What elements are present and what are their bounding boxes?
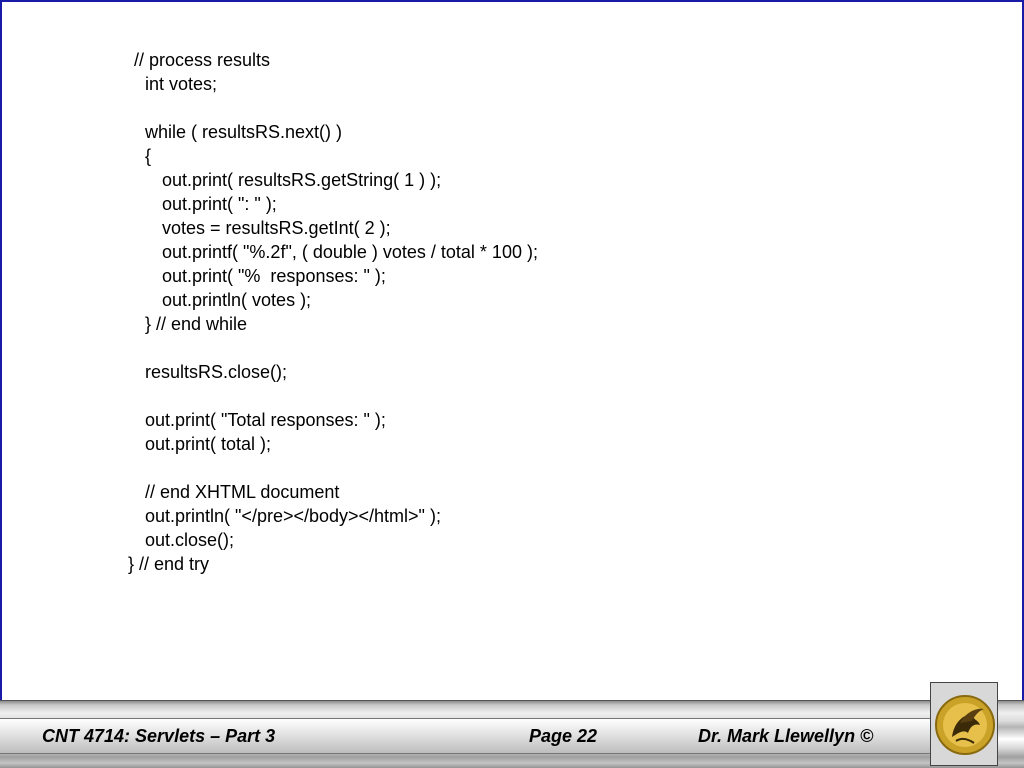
pegasus-logo-icon — [935, 695, 995, 755]
code-line: out.close(); — [145, 530, 235, 550]
footer-page-number: Page 22 — [529, 726, 598, 746]
code-line: } // end try — [128, 554, 210, 574]
code-line — [0, 456, 900, 480]
code-line: out.print( "% responses: " ); — [162, 266, 386, 286]
code-line — [0, 336, 900, 360]
footer-author: Dr. Mark Llewellyn © — [698, 726, 874, 746]
logo-box — [930, 682, 998, 766]
code-line: out.print( ": " ); — [162, 194, 277, 214]
footer-strip — [0, 718, 930, 754]
code-line: out.print( "Total responses: " ); — [145, 410, 386, 430]
code-line: { — [145, 146, 152, 166]
code-line: out.printf( "%.2f", ( double ) votes / t… — [162, 242, 538, 262]
code-line: // end XHTML document — [145, 482, 340, 502]
code-line: out.println( votes ); — [162, 290, 312, 310]
code-line: // process results — [134, 50, 271, 70]
code-block: // process results int votes; while ( re… — [0, 48, 900, 576]
code-line: votes = resultsRS.getInt( 2 ); — [162, 218, 391, 238]
code-line: int votes; — [145, 74, 218, 94]
code-line: } // end while — [145, 314, 248, 334]
code-line: resultsRS.close(); — [145, 362, 288, 382]
code-line: while ( resultsRS.next() ) — [145, 122, 343, 142]
code-line — [0, 96, 900, 120]
code-line: out.print( resultsRS.getString( 1 ) ); — [162, 170, 442, 190]
code-line — [0, 384, 900, 408]
footer-course-title: CNT 4714: Servlets – Part 3 — [42, 726, 276, 746]
code-line: out.print( total ); — [145, 434, 272, 454]
code-line: out.println( "</pre></body></html>" ); — [145, 506, 441, 526]
